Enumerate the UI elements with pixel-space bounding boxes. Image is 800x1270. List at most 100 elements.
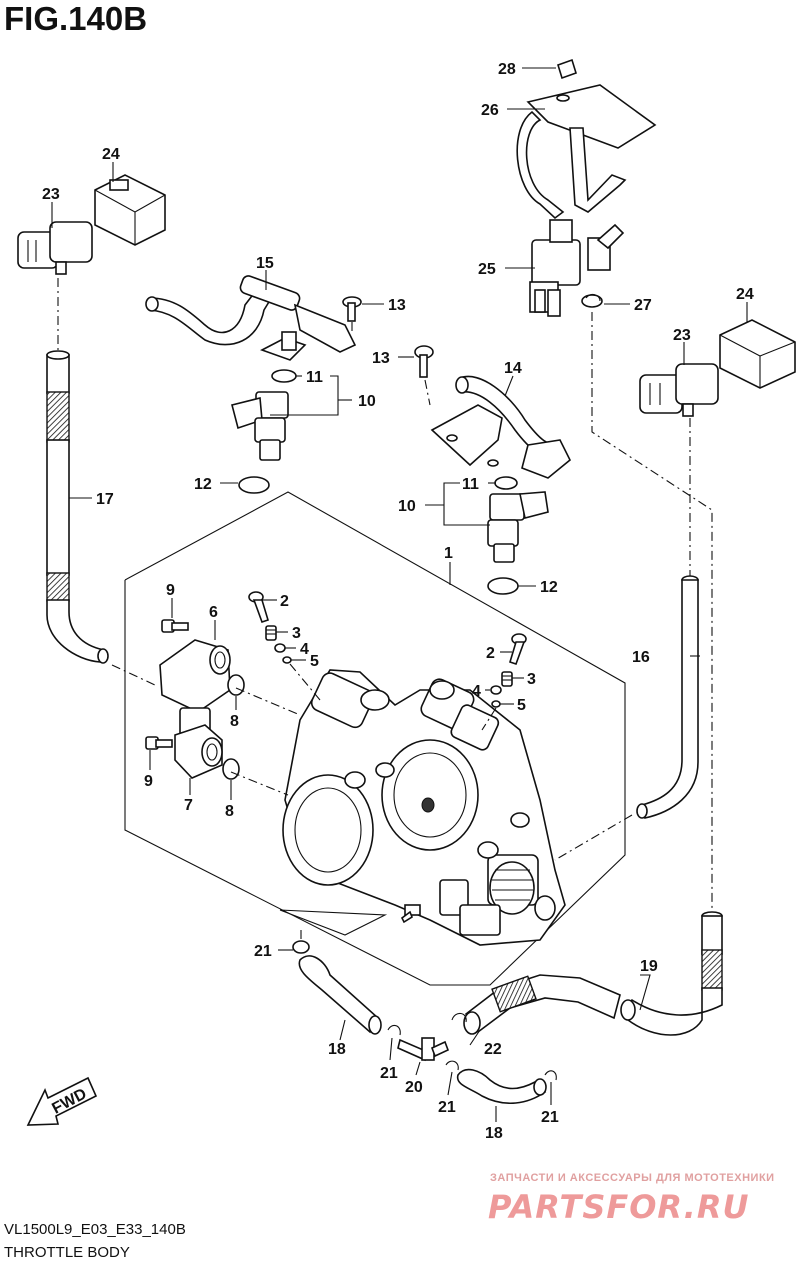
washer-4-left bbox=[274, 643, 286, 653]
joint-20 bbox=[397, 1037, 450, 1062]
sensor-23-left bbox=[17, 221, 93, 275]
callout-21-c: 21 bbox=[438, 1099, 456, 1116]
leader-lines bbox=[51, 67, 748, 1122]
route-small-left bbox=[289, 663, 321, 701]
route-sensor6 bbox=[235, 687, 301, 716]
callout-5-right: 5 bbox=[517, 697, 526, 714]
callout-11-lower: 11 bbox=[462, 476, 479, 493]
hose-19 bbox=[620, 911, 723, 1036]
callout-12-lower: 12 bbox=[540, 579, 558, 596]
screw-9-upper bbox=[161, 619, 189, 633]
callout-16: 16 bbox=[632, 649, 650, 666]
callout-21: 21 bbox=[254, 943, 272, 960]
callout-23-right: 23 bbox=[673, 327, 691, 344]
hose-16 bbox=[636, 575, 699, 819]
spring-3-right bbox=[501, 671, 513, 687]
o-ring-8-upper bbox=[227, 674, 245, 696]
o-ring-5-left bbox=[282, 656, 292, 664]
callout-23: 23 bbox=[42, 186, 60, 203]
o-ring-8-lower bbox=[222, 758, 240, 780]
callout-28: 28 bbox=[498, 61, 516, 78]
route-17-body bbox=[111, 664, 156, 686]
route-small-right bbox=[481, 707, 497, 731]
callout-26: 26 bbox=[481, 102, 499, 119]
fuel-pipe-15 bbox=[145, 275, 357, 361]
clamp-21-d bbox=[544, 1070, 557, 1081]
callout-1: 1 bbox=[444, 545, 453, 562]
bracket-26 bbox=[516, 58, 657, 220]
callout-3: 3 bbox=[292, 625, 301, 642]
clamp-21-b bbox=[387, 1024, 401, 1036]
route-27-19 bbox=[591, 312, 713, 912]
injector-10-upper bbox=[231, 369, 297, 494]
solenoid-valve-25 bbox=[529, 219, 625, 317]
screw-13-lower bbox=[414, 345, 434, 378]
callout-5: 5 bbox=[310, 653, 319, 670]
callout-25: 25 bbox=[478, 261, 496, 278]
cover-24-right bbox=[719, 319, 796, 389]
clamp-21-c bbox=[445, 1060, 459, 1071]
callout-17: 17 bbox=[96, 491, 114, 508]
callout-11: 11 bbox=[306, 369, 323, 386]
callout-10: 10 bbox=[358, 393, 376, 410]
assembly-outline bbox=[124, 491, 626, 986]
fuel-pipe-14 bbox=[430, 375, 572, 479]
clamp-21-a bbox=[292, 940, 310, 954]
sensor-7 bbox=[174, 707, 223, 779]
callout-4: 4 bbox=[300, 641, 309, 658]
callout-2-right: 2 bbox=[486, 645, 495, 662]
route-16-body bbox=[554, 814, 633, 861]
hose-18-right bbox=[456, 1068, 547, 1105]
callout-2: 2 bbox=[280, 593, 289, 610]
callout-27: 27 bbox=[634, 297, 652, 314]
sensor-23-right bbox=[639, 363, 719, 417]
callout-12: 12 bbox=[194, 476, 212, 493]
hose-18-left bbox=[298, 955, 382, 1035]
callout-7: 7 bbox=[184, 797, 193, 814]
callout-8-lower: 8 bbox=[225, 803, 234, 820]
callout-15: 15 bbox=[256, 255, 274, 272]
callout-9-lower: 9 bbox=[144, 773, 153, 790]
o-ring-5-right bbox=[491, 700, 501, 708]
callout-20: 20 bbox=[405, 1079, 423, 1096]
callout-3-right: 3 bbox=[527, 671, 536, 688]
screw-13-upper bbox=[342, 296, 362, 322]
callout-24: 24 bbox=[102, 146, 120, 163]
screw-2-left bbox=[248, 591, 269, 624]
cover-24-left bbox=[94, 174, 166, 246]
drawing-code: VL1500L9_E03_E33_140B bbox=[4, 1221, 186, 1238]
watermark-tagline: ЗАПЧАСТИ И АКСЕССУАРЫ ДЛЯ МОТОТЕХНИКИ bbox=[490, 1172, 775, 1184]
callout-13-lower: 13 bbox=[372, 350, 390, 367]
figure-title: FIG.140B bbox=[4, 0, 148, 37]
screw-9-lower bbox=[145, 736, 173, 750]
fwd-arrow-icon: FWD bbox=[26, 1076, 98, 1126]
route-sensor7 bbox=[230, 771, 289, 796]
assembly-outline-lower bbox=[279, 909, 388, 936]
callout-13: 13 bbox=[388, 297, 406, 314]
callout-14: 14 bbox=[504, 360, 522, 377]
callout-18: 18 bbox=[328, 1041, 346, 1058]
callout-22: 22 bbox=[484, 1041, 502, 1058]
throttle-body-1 bbox=[282, 669, 566, 946]
sensor-6 bbox=[159, 639, 231, 713]
callout-21-b: 21 bbox=[380, 1065, 398, 1082]
callout-10-lower: 10 bbox=[398, 498, 416, 515]
callout-8: 8 bbox=[230, 713, 239, 730]
hose-22 bbox=[451, 974, 621, 1035]
callout-6: 6 bbox=[209, 604, 218, 621]
route-13-14 bbox=[424, 379, 431, 406]
hose-17 bbox=[46, 350, 109, 664]
watermark-logo: PARTSFOR.RU bbox=[488, 1188, 750, 1226]
callout-21-d: 21 bbox=[541, 1109, 559, 1126]
callout-18-lower: 18 bbox=[485, 1125, 503, 1142]
callout-4-right: 4 bbox=[472, 683, 481, 700]
screw-2-right bbox=[509, 633, 527, 666]
callout-19: 19 bbox=[640, 958, 658, 975]
injector-10-lower bbox=[487, 476, 549, 595]
clip-27 bbox=[581, 293, 603, 308]
figure-caption: THROTTLE BODY bbox=[4, 1244, 130, 1261]
washer-4-right bbox=[490, 685, 502, 695]
callout-24-right: 24 bbox=[736, 286, 754, 303]
spring-3-left bbox=[265, 625, 277, 641]
